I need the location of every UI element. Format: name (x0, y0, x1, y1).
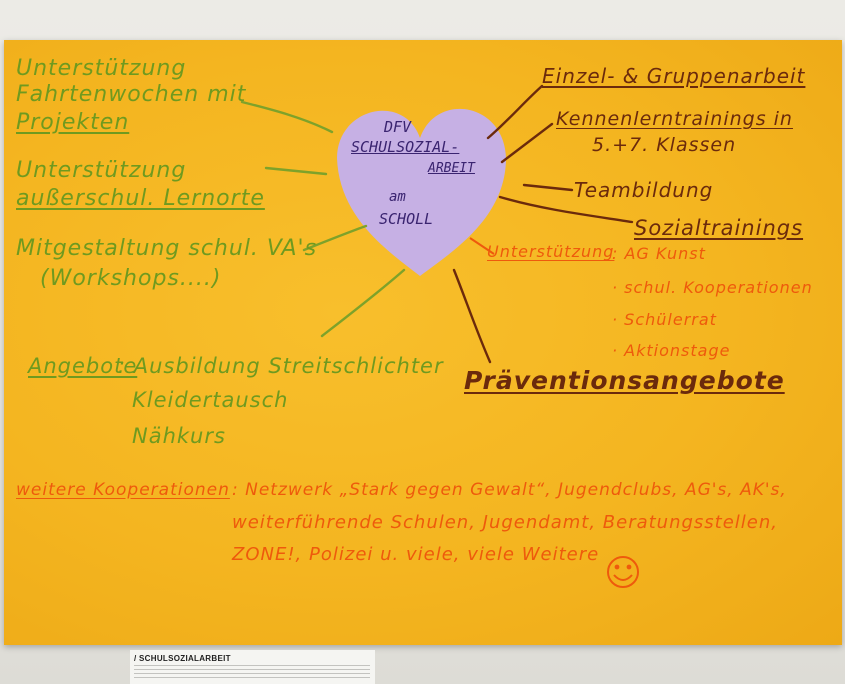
text-aktionstage: · Aktionstage (612, 341, 731, 360)
text-angebote-label: Angebote (28, 354, 138, 378)
text-teambildung: Teambildung (574, 178, 714, 202)
text-ag-kunst: : AG Kunst (612, 244, 706, 263)
heart-shape (337, 108, 506, 276)
text-lernorte: außerschul. Lernorte (16, 186, 265, 211)
heart-line-arbeit: ARBEIT (428, 161, 475, 176)
line-angebote (320, 268, 406, 338)
heart-line-dfv: DFV (384, 118, 412, 136)
line-teambildung (522, 183, 574, 192)
text-klassen: 5.+7. Klassen (592, 134, 737, 156)
text-mitgestaltung: Mitgestaltung schul. VA's (16, 236, 318, 261)
text-kleidertausch: Kleidertausch (132, 388, 289, 412)
text-streitschlichter: : Ausbildung Streitschlichter (118, 354, 444, 378)
text-kennenlerntrainings: Kennenlerntrainings in (556, 108, 793, 130)
line-fahrtenwochen (240, 100, 334, 134)
text-unterstuetzung-2: Unterstützung (16, 158, 187, 183)
line-lernorte (264, 166, 328, 176)
caption-title: / SCHULSOZIALARBEIT (134, 654, 231, 663)
caption-card: / SCHULSOZIALARBEIT (130, 650, 375, 684)
line-kennenlern (500, 122, 554, 164)
line-unterstuetzung (469, 237, 495, 255)
line-mitgestaltung (302, 224, 368, 252)
line-einzel (486, 84, 544, 140)
text-kooperationen-line1: : Netzwerk „Stark gegen Gewalt“, Jugendc… (232, 480, 787, 500)
text-schuelerrat: · Schülerrat (612, 310, 717, 329)
text-kooperationen-line2: weiterführende Schulen, Jugendamt, Berat… (232, 512, 779, 533)
text-kooperationen-line3: ZONE!, Polizei u. viele, viele Weitere (232, 544, 600, 565)
text-schul-kooperationen: · schul. Kooperationen (612, 278, 813, 297)
heart-line-schulsozial: SCHULSOZIAL- (351, 138, 460, 156)
text-unterstuetzung-1: Unterstützung (16, 56, 187, 81)
text-workshops: (Workshops....) (40, 266, 222, 291)
poster: DFV SCHULSOZIAL- ARBEIT am SCHOLL Unters… (4, 40, 842, 645)
line-praevention (452, 268, 492, 364)
smiley-icon (607, 556, 639, 588)
mindmap-svg (240, 84, 639, 588)
text-praeventionsangebote: Präventionsangebote (464, 366, 785, 395)
text-kooperationen-label: weitere Kooperationen (16, 480, 230, 500)
line-sozial (498, 195, 634, 224)
brown-connectors (452, 84, 634, 364)
text-fahrtenwochen: Fahrtenwochen mit (16, 82, 247, 107)
green-connectors (240, 100, 406, 338)
text-naehkurs: Nähkurs (132, 424, 226, 448)
heart-line-scholl: SCHOLL (379, 210, 434, 228)
text-projekten: Projekten (16, 110, 130, 135)
heart-line-am: am (389, 189, 406, 205)
text-unterstuetzung-list-label: Unterstützung (487, 242, 615, 261)
caption-body-text (134, 665, 370, 681)
text-einzel-gruppenarbeit: Einzel- & Gruppenarbeit (542, 64, 806, 88)
text-sozialtrainings: Sozialtrainings (634, 216, 804, 240)
